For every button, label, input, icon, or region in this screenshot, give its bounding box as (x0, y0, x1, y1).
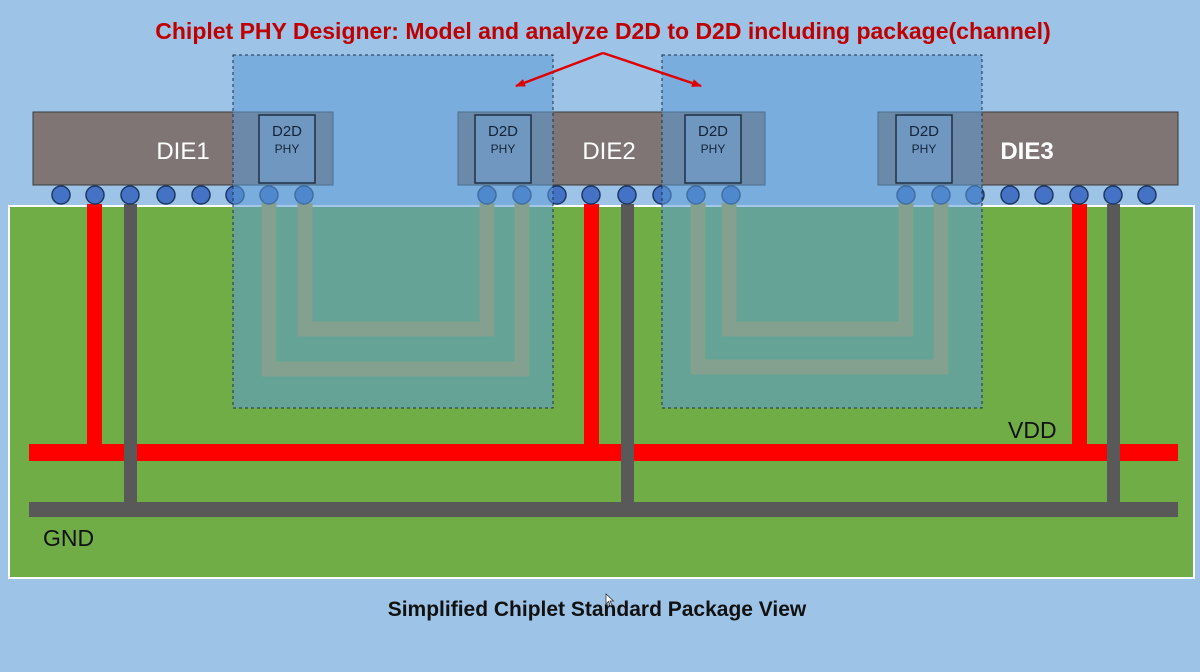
gnd-via-die3 (1107, 204, 1120, 504)
gnd-via-die1 (124, 204, 137, 504)
solder-bump (581, 185, 601, 205)
phy-block-2-line2: PHY (491, 142, 516, 156)
phy-block-2: D2D PHY (474, 114, 532, 184)
phy-block-1-line1: D2D (272, 123, 302, 140)
solder-bump (1103, 185, 1123, 205)
solder-bump (1069, 185, 1089, 205)
gnd-label: GND (43, 525, 94, 551)
solder-bump (120, 185, 140, 205)
phy-block-3-line2: PHY (701, 142, 726, 156)
mouse-cursor-icon (605, 593, 615, 607)
phy-block-4: D2D PHY (895, 114, 953, 184)
phy-block-4-line2: PHY (912, 142, 937, 156)
gnd-via-die2 (621, 204, 634, 504)
solder-bump (156, 185, 176, 205)
solder-bump (1034, 185, 1054, 205)
analysis-region-left (232, 54, 554, 409)
phy-block-4-line1: D2D (909, 123, 939, 140)
diagram-title: Chiplet PHY Designer: Model and analyze … (155, 18, 1050, 44)
bump-row (51, 185, 1157, 205)
vdd-via-die1 (87, 204, 102, 448)
solder-bump (1000, 185, 1020, 205)
analysis-region-right (661, 54, 983, 409)
phy-block-3-line1: D2D (698, 123, 728, 140)
die3-label: DIE3 (1000, 138, 1053, 165)
gnd-rail (29, 502, 1178, 517)
solder-bump (617, 185, 637, 205)
package-substrate (8, 205, 1195, 579)
vdd-via-die2 (584, 204, 599, 448)
solder-bump (85, 185, 105, 205)
die2-label: DIE2 (582, 138, 635, 165)
solder-bump (191, 185, 211, 205)
phy-block-2-line1: D2D (488, 123, 518, 140)
phy-block-1: D2D PHY (258, 114, 316, 184)
caption: Simplified Chiplet Standard Package View (388, 598, 807, 621)
phy-block-1-line2: PHY (275, 142, 300, 156)
vdd-label: VDD (1008, 417, 1057, 443)
vdd-rail (29, 444, 1178, 461)
solder-bump (51, 185, 71, 205)
arrow-to-right-region (602, 51, 702, 88)
vdd-via-die3 (1072, 204, 1087, 448)
arrow-to-left-region (515, 51, 604, 88)
die1-label: DIE1 (156, 138, 209, 165)
phy-block-3: D2D PHY (684, 114, 742, 184)
solder-bump (1137, 185, 1157, 205)
